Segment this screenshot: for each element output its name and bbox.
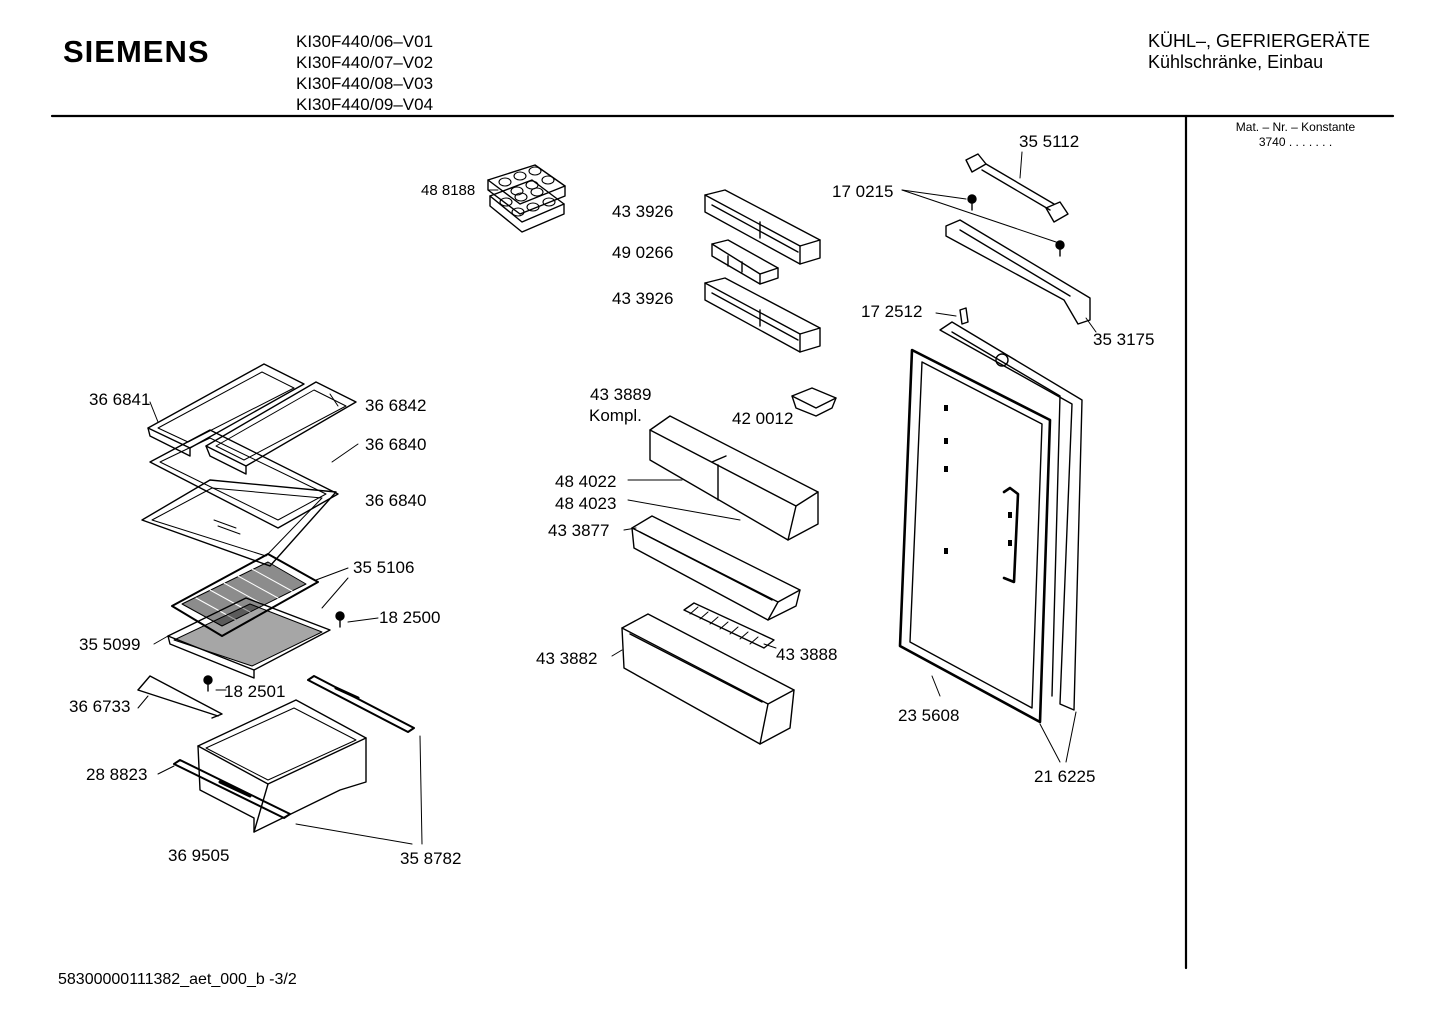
part-label: 35 8782 (400, 849, 462, 868)
category-line: KÜHL–, GEFRIERGERÄTE (1148, 31, 1371, 51)
brand-logo: SIEMENS (63, 34, 210, 69)
screw (967, 194, 977, 211)
part-label: 17 2512 (861, 302, 923, 321)
part-label: 43 3926 (612, 289, 674, 308)
door-gasket (898, 348, 1052, 724)
shelf-divider (711, 239, 779, 285)
part-label: 28 8823 (86, 765, 148, 784)
appliance-category: KÜHL–, GEFRIERGERÄTE Kühlschränke, Einba… (1148, 31, 1370, 73)
drawer-rail (307, 675, 415, 733)
part-label: 48 4023 (555, 494, 617, 513)
hinge-plate (945, 219, 1091, 325)
grille-support-frame (167, 597, 331, 679)
model-number: KI30F440/08–V03 (296, 74, 434, 93)
part-label: 21 6225 (1034, 767, 1096, 786)
material-number-value: 3740 . . . . . . . (1258, 135, 1333, 149)
drawer-rail (173, 759, 291, 819)
part-label: 35 5106 (353, 558, 415, 577)
part-label: 36 6733 (69, 697, 131, 716)
covered-compartment (649, 415, 819, 541)
model-number: KI30F440/06–V01 (296, 32, 434, 51)
cover-plate (137, 675, 223, 719)
part-label: 18 2501 (224, 682, 286, 701)
grille-shelf (171, 553, 319, 637)
butter-dish (791, 387, 837, 417)
bottle-shelf (621, 613, 795, 745)
part-label: 36 6842 (365, 396, 427, 415)
leader-lines (137, 151, 1097, 845)
connector-rod (965, 153, 1069, 223)
part-label: 43 3877 (548, 521, 610, 540)
egg-tray (487, 164, 566, 233)
material-number-heading: Mat. – Nr. – Konstante (1235, 120, 1356, 134)
document-id: 58300000111382_aet_000_b -3/2 (58, 971, 297, 988)
screw (203, 675, 213, 692)
part-label: 48 8188 (421, 182, 476, 199)
part-label: 23 5608 (898, 706, 960, 725)
part-label: 43 3888 (776, 645, 838, 664)
model-list: KI30F440/06–V01 KI30F440/07–V02 KI30F440… (296, 31, 433, 115)
part-label: 35 3175 (1093, 330, 1155, 349)
part-label: 35 5099 (79, 635, 141, 654)
category-line: Kühlschränke, Einbau (1148, 52, 1324, 72)
glass-shelf-bottom (141, 479, 337, 567)
hinge-clip (959, 307, 969, 325)
part-label-note: Kompl. (589, 406, 642, 425)
part-label: 43 3889 (590, 385, 652, 404)
model-number: KI30F440/07–V02 (296, 53, 434, 72)
part-label: 36 6841 (89, 390, 151, 409)
part-label: 18 2500 (379, 608, 441, 627)
door-shelf-lower (631, 515, 801, 621)
door-shelf-top (704, 189, 821, 265)
material-number-panel: Mat. – Nr. – Konstante 3740 . . . . . . … (1188, 120, 1403, 150)
door-shelf-middle (704, 277, 821, 353)
part-label: 36 6840 (365, 491, 427, 510)
vegetable-drawer (197, 699, 367, 833)
model-number: KI30F440/09–V04 (296, 95, 434, 114)
glass-shelf-frame (149, 429, 339, 529)
part-label: 17 0215 (832, 182, 894, 201)
screw (1055, 240, 1065, 257)
glass-shelf-left (147, 363, 305, 457)
part-label: 49 0266 (612, 243, 674, 262)
part-label: 42 0012 (732, 409, 794, 428)
part-label: 48 4022 (555, 472, 617, 491)
part-label: 35 5112 (1019, 132, 1080, 151)
bottle-retainer (683, 602, 775, 649)
screw (335, 611, 345, 628)
glass-shelf-right (205, 381, 357, 475)
door-panel (939, 321, 1083, 711)
part-label: 43 3926 (612, 202, 674, 221)
part-label: 36 9505 (168, 846, 230, 865)
part-label: 43 3882 (536, 649, 598, 668)
part-label: 36 6840 (365, 435, 427, 454)
